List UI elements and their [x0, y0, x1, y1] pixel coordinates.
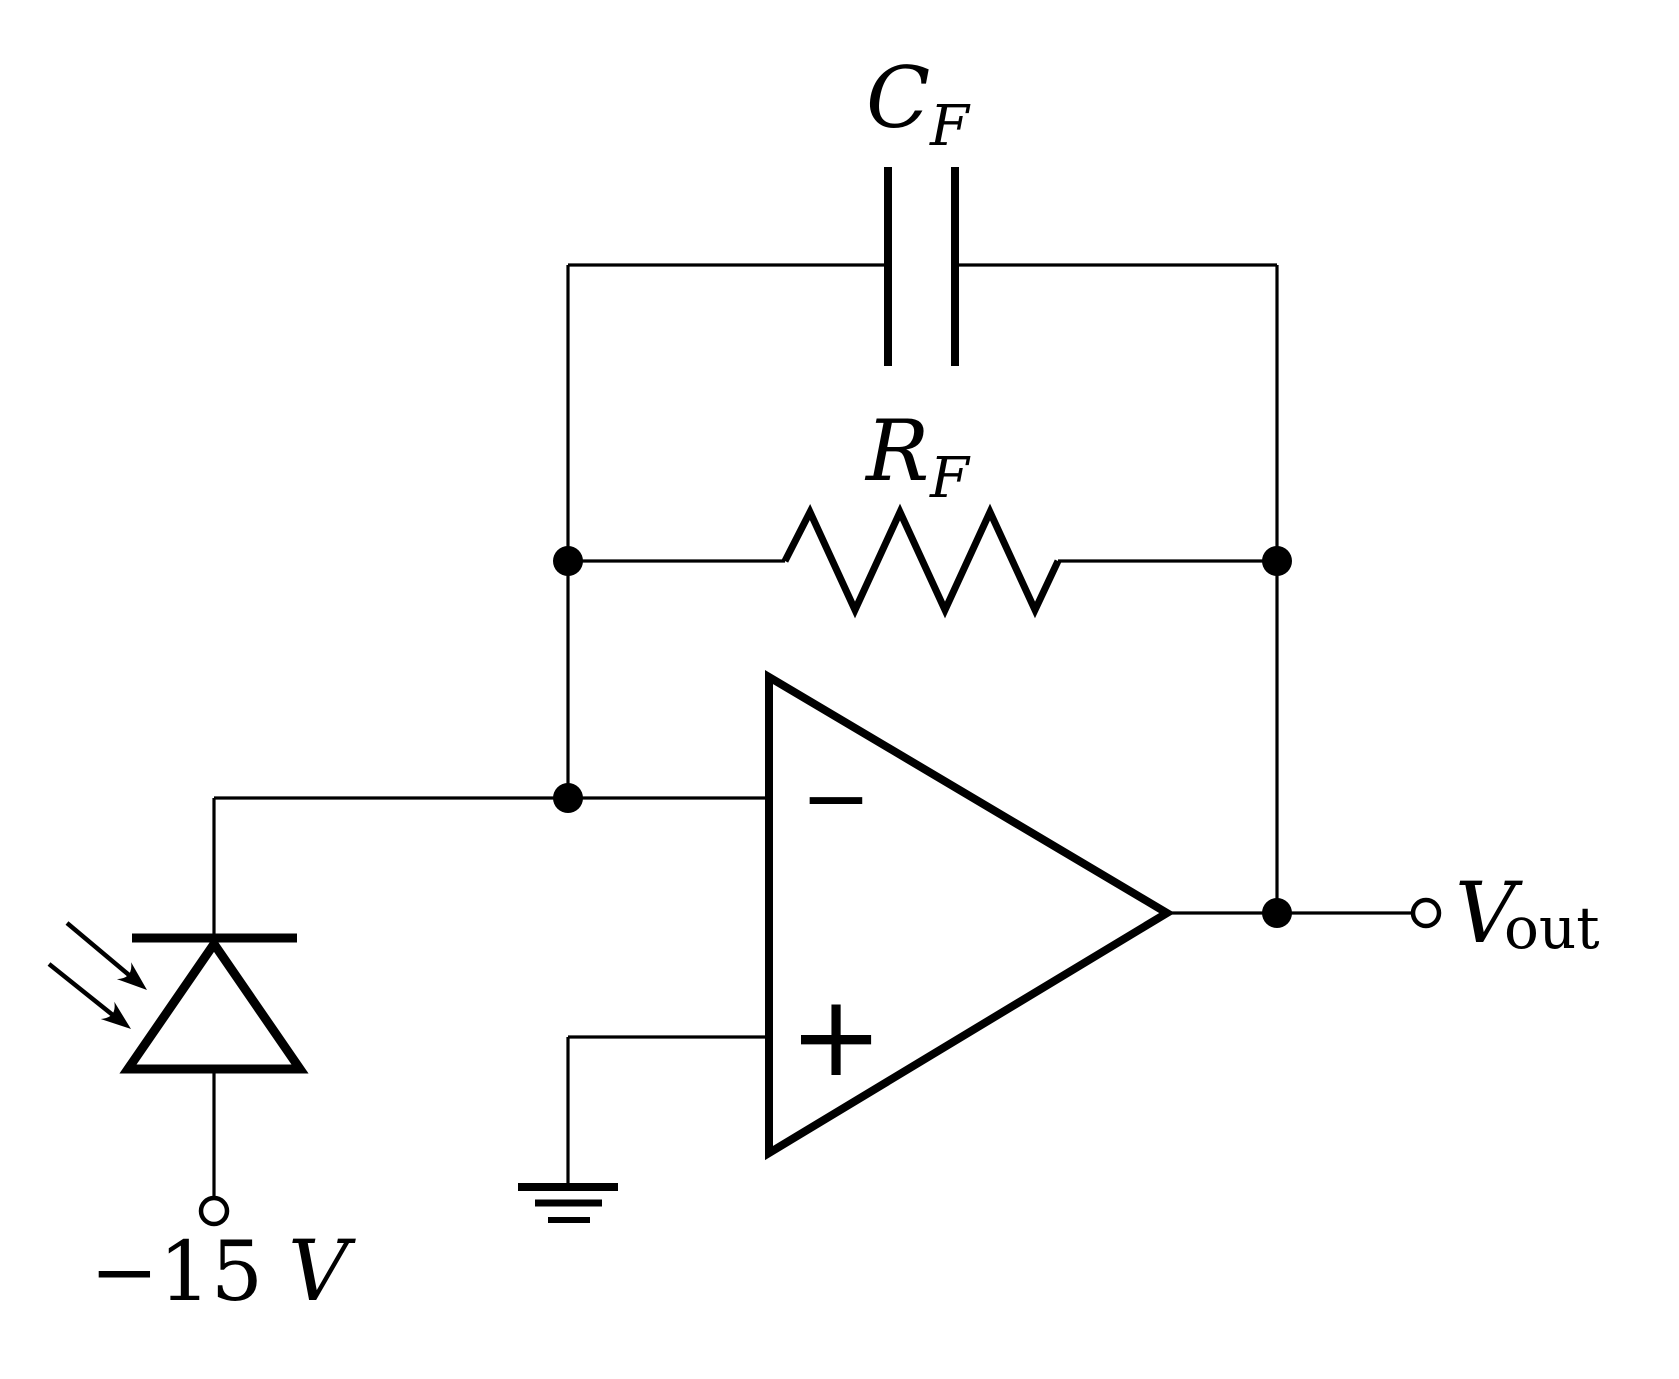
light-arrow-1-head [116, 962, 147, 990]
junction-dot-output-node [1262, 898, 1292, 928]
resistor-label-symbol: R [864, 402, 929, 500]
resistor-label-subscript: F [929, 446, 971, 511]
junction-dot-feedback-right [1262, 546, 1292, 576]
junction-dot-inverting-node [553, 783, 583, 813]
output-terminal: V out [1410, 864, 1600, 962]
resistor-zigzag [781, 503, 1062, 619]
photodiode [47, 921, 309, 1074]
feedback-capacitor: C F [866, 49, 971, 366]
light-arrows [47, 921, 147, 1029]
opamp-inverting-marker: − [801, 749, 871, 847]
supply-label-unit: V [288, 1222, 356, 1320]
supply-terminal-circle [198, 1195, 230, 1227]
opamp: − + [765, 669, 1175, 1161]
feedback-resistor: R F [781, 402, 1062, 619]
supply-terminal: −15 V [90, 1195, 356, 1320]
wires [212, 263, 1411, 1196]
junction-dots [553, 546, 1292, 928]
light-arrow-1-shaft [65, 921, 137, 982]
output-label-symbol: V [1455, 864, 1523, 962]
capacitor-label-symbol: C [866, 49, 930, 147]
junction-dot-feedback-left [553, 546, 583, 576]
supply-label-value: −15 [90, 1225, 263, 1320]
light-arrow-2-shaft [47, 962, 121, 1022]
light-arrow-2-head [100, 1001, 131, 1029]
output-terminal-circle [1410, 897, 1442, 929]
opamp-noninverting-marker: + [789, 972, 883, 1102]
photodiode-triangle [119, 936, 309, 1074]
opamp-triangle [765, 669, 1175, 1161]
capacitor-label-subscript: F [929, 94, 971, 159]
ground-symbol [518, 1183, 618, 1223]
output-label-subscript: out [1504, 894, 1600, 962]
